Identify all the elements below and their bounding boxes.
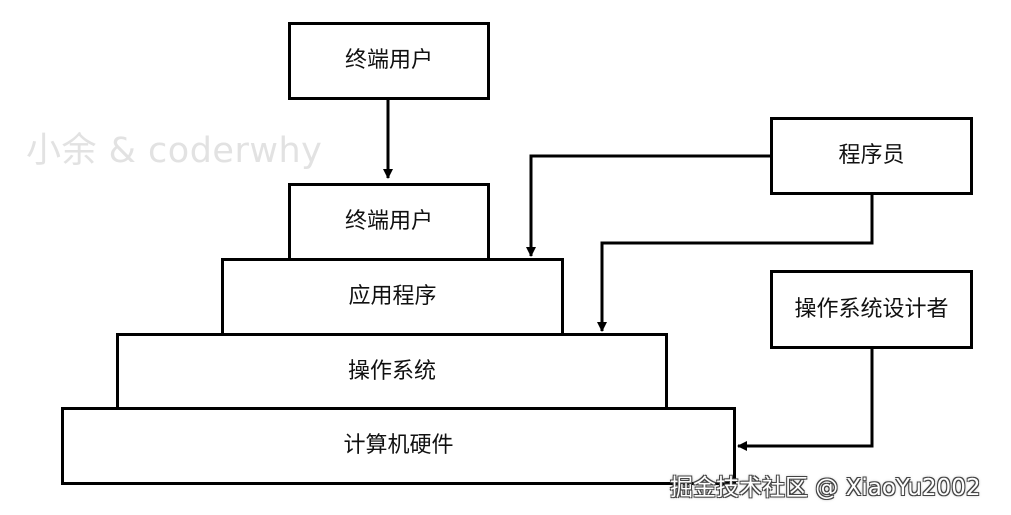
pyramid-app-label: 应用程序 — [348, 284, 437, 309]
footer-watermark: 掘金技术社区 @ XiaoYu2002 — [670, 475, 981, 501]
programmer-box: 程序员 — [770, 117, 973, 195]
watermark-text: 小余 & coderwhy — [26, 131, 323, 171]
pyramid-os-layer: 操作系统 — [116, 333, 668, 411]
pyramid-user-layer: 终端用户 — [288, 183, 490, 261]
pyramid-app-layer: 应用程序 — [221, 258, 564, 336]
pyramid-os-label: 操作系统 — [347, 359, 436, 384]
os-designer-label: 操作系统设计者 — [794, 296, 949, 322]
programmer-label: 程序员 — [838, 143, 905, 168]
top-user-box: 终端用户 — [288, 22, 490, 100]
arrow-programmer-to-app-left — [526, 154, 771, 257]
os-designer-box: 操作系统设计者 — [770, 270, 973, 349]
top-user-label: 终端用户 — [344, 48, 433, 73]
pyramid-user-label: 终端用户 — [344, 209, 433, 234]
arrow-os-designer-to-hardware — [737, 349, 874, 451]
pyramid-hardware-layer: 计算机硬件 — [61, 407, 736, 485]
pyramid-hardware-label: 计算机硬件 — [343, 433, 454, 458]
